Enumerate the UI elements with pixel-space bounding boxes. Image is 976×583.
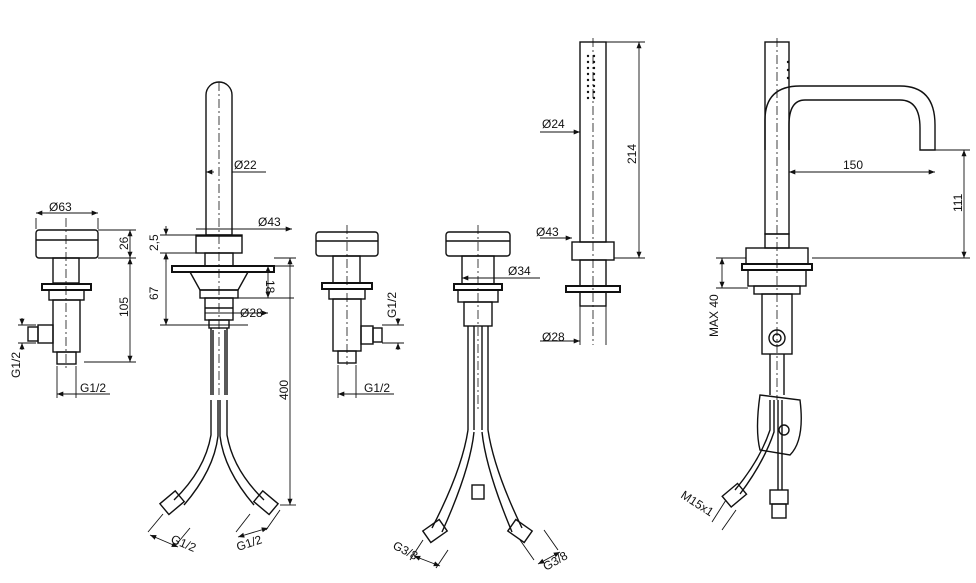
label-hand-shower-diameter-24: Ø24 <box>542 117 565 131</box>
diverter-view: Ø34 G3/8 G3/8 <box>391 225 571 574</box>
label-middle-valve-side-thread: G1/2 <box>385 292 399 318</box>
label-side-spout-height-111: 111 <box>951 193 965 212</box>
label-left-valve-height-26: 26 <box>117 236 131 250</box>
side-view: 150 111 MAX 40 M15x1 <box>678 38 970 531</box>
label-side-spout-reach-150: 150 <box>843 158 863 172</box>
label-hand-shower-height-214: 214 <box>625 144 639 164</box>
shower-nozzle-dots <box>586 54 596 100</box>
label-left-valve-side-thread: G1/2 <box>9 352 23 378</box>
label-spout-diameter-43: Ø43 <box>258 215 281 229</box>
spout-view: Ø22 Ø43 2,5 67 18 Ø28 400 G1/2 G1/2 <box>147 81 296 555</box>
label-side-max-deck-thickness: MAX 40 <box>707 294 721 337</box>
side-nozzle-dots <box>786 60 790 80</box>
label-spout-diameter-22: Ø22 <box>234 158 257 172</box>
label-spout-diameter-28: Ø28 <box>240 306 263 320</box>
label-hand-shower-diameter-28: Ø28 <box>542 330 565 344</box>
label-left-valve-bottom-thread: G1/2 <box>80 381 106 395</box>
label-spout-hose-right-thread: G1/2 <box>235 532 264 553</box>
label-spout-hose-left-thread: G1/2 <box>169 532 199 555</box>
left-valve-view: Ø63 26 105 G1/2 G1/2 <box>9 200 136 398</box>
label-diverter-hose-left-thread: G3/8 <box>391 538 421 563</box>
label-spout-length-400: 400 <box>277 380 291 400</box>
label-side-hose-thread-m15: M15x1 <box>678 488 716 520</box>
label-middle-valve-bottom-thread: G1/2 <box>364 381 390 395</box>
label-left-valve-height-105: 105 <box>117 297 131 317</box>
label-left-valve-diameter-63: Ø63 <box>49 200 72 214</box>
middle-valve-view: G1/2 G1/2 <box>315 225 404 398</box>
label-hand-shower-diameter-43: Ø43 <box>536 225 559 239</box>
label-spout-height-67: 67 <box>147 286 161 300</box>
label-diverter-diameter-34: Ø34 <box>508 264 531 278</box>
label-spout-height-18: 18 <box>263 280 277 294</box>
hand-shower-view: Ø24 214 Ø43 Ø28 <box>536 38 645 345</box>
label-spout-height-2-5: 2,5 <box>147 234 161 251</box>
label-diverter-hose-right-thread: G3/8 <box>541 548 571 573</box>
